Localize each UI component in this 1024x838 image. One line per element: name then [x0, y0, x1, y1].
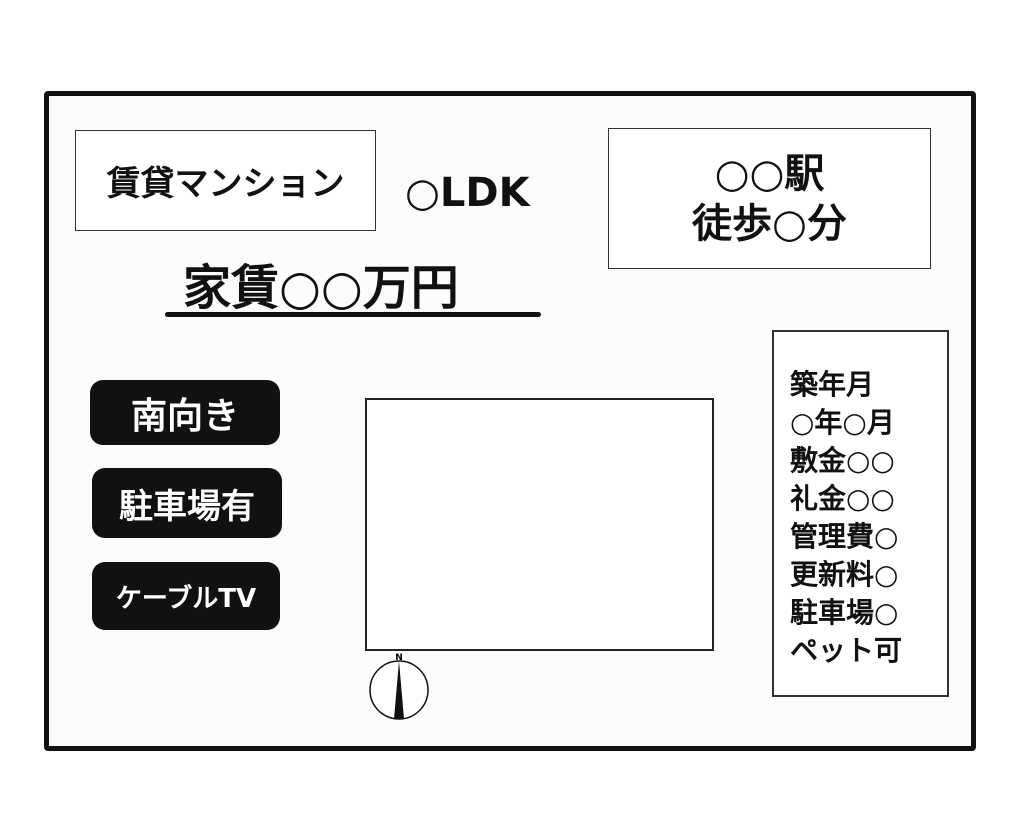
feature-label: 駐車場有	[119, 486, 255, 527]
info-list: 築年月 ○年○月 敷金○○ 礼金○○ 管理費○ 更新料○ 駐車場○ ペット可	[790, 366, 902, 670]
walk-time: 徒歩○分	[692, 200, 847, 247]
info-key-money: 礼金○○	[790, 482, 895, 515]
property-type-label: 賃貸マンション	[106, 164, 345, 204]
station-box: ○○駅 徒歩○分	[608, 128, 931, 269]
feature-badge-south-facing: 南向き	[90, 380, 280, 445]
info-parking-fee: 駐車場○	[790, 596, 899, 629]
info-deposit: 敷金○○	[790, 444, 895, 477]
info-built-date-label: 築年月	[790, 368, 875, 401]
layout-label: ○LDK	[405, 170, 530, 216]
station-name: ○○駅	[714, 150, 825, 197]
info-renewal-fee: 更新料○	[790, 558, 899, 591]
info-box: 築年月 ○年○月 敷金○○ 礼金○○ 管理費○ 更新料○ 駐車場○ ペット可	[772, 330, 949, 697]
feature-label: ケーブルTV	[115, 583, 257, 614]
rent-label: 家賃○○万円	[183, 260, 459, 316]
feature-badge-cable-tv: ケーブルTV	[92, 562, 280, 630]
info-management-fee: 管理費○	[790, 520, 899, 553]
compass-icon: N	[369, 653, 429, 720]
info-built-date-value: ○年○月	[790, 406, 895, 439]
info-pets-allowed: ペット可	[790, 634, 903, 667]
compass-north-label: N	[395, 653, 403, 663]
feature-badge-parking: 駐車場有	[92, 468, 282, 538]
property-type-box: 賃貸マンション	[75, 130, 376, 231]
floor-plan-area	[365, 398, 714, 651]
rent-underline	[165, 312, 541, 317]
feature-label: 南向き	[130, 395, 239, 437]
